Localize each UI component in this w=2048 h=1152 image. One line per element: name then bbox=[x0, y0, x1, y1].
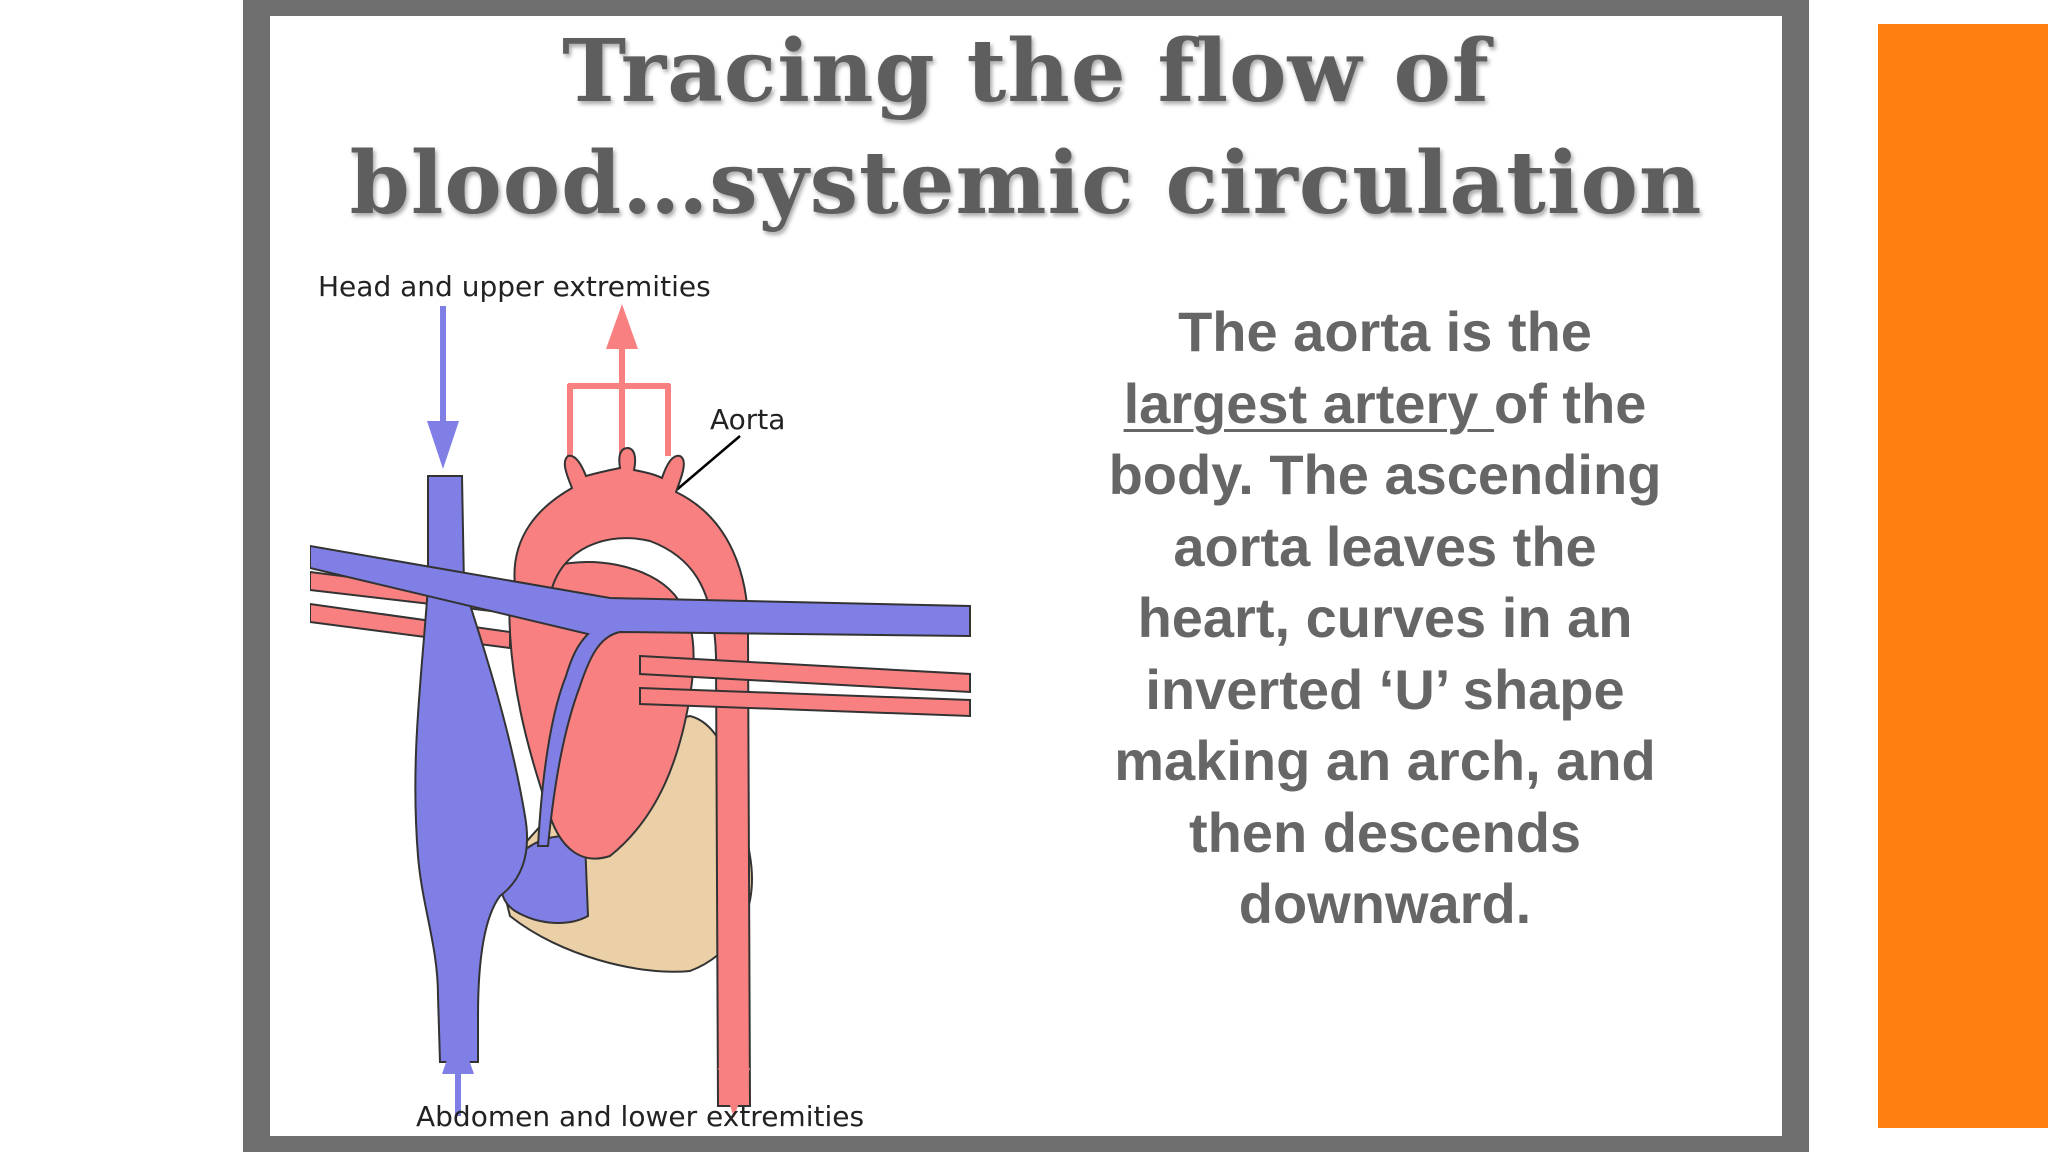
label-aorta: Aorta bbox=[710, 403, 785, 436]
heart-circulation-diagram: Head and upper extremities bbox=[310, 256, 1110, 1136]
arrow-down-red bbox=[718, 1026, 750, 1118]
title-line-2: blood…systemic circulation bbox=[349, 133, 1703, 234]
arrow-down-blue bbox=[427, 306, 459, 469]
vena-cava-right-atrium bbox=[414, 475, 529, 1063]
aortic-arch bbox=[513, 446, 752, 1107]
slide-frame: Tracing the flow of blood…systemic circu… bbox=[243, 0, 1809, 1152]
arrow-up-red-branches bbox=[567, 346, 671, 456]
body-text-rest: of the body. The ascending aorta leaves … bbox=[1108, 371, 1662, 936]
slide-canvas: Tracing the flow of blood…systemic circu… bbox=[270, 16, 1782, 1136]
arrow-up-red-head bbox=[606, 304, 638, 349]
arrow-up-blue bbox=[442, 1028, 474, 1116]
body-text-intro: The aorta is the bbox=[1178, 300, 1592, 363]
slide-title: Tracing the flow of blood…systemic circu… bbox=[270, 16, 1782, 240]
pulmonary-vessels-blue bbox=[310, 544, 971, 847]
label-abdomen-lower-extremities: Abdomen and lower extremities bbox=[416, 1100, 864, 1133]
accent-bar bbox=[1878, 24, 2048, 1128]
aorta-description: The aorta is the largest artery of the b… bbox=[1090, 296, 1680, 940]
title-line-1: Tracing the flow of bbox=[562, 21, 1490, 122]
label-head-upper-extremities: Head and upper extremities bbox=[318, 270, 711, 303]
body-text-underlined: largest artery bbox=[1123, 371, 1494, 435]
